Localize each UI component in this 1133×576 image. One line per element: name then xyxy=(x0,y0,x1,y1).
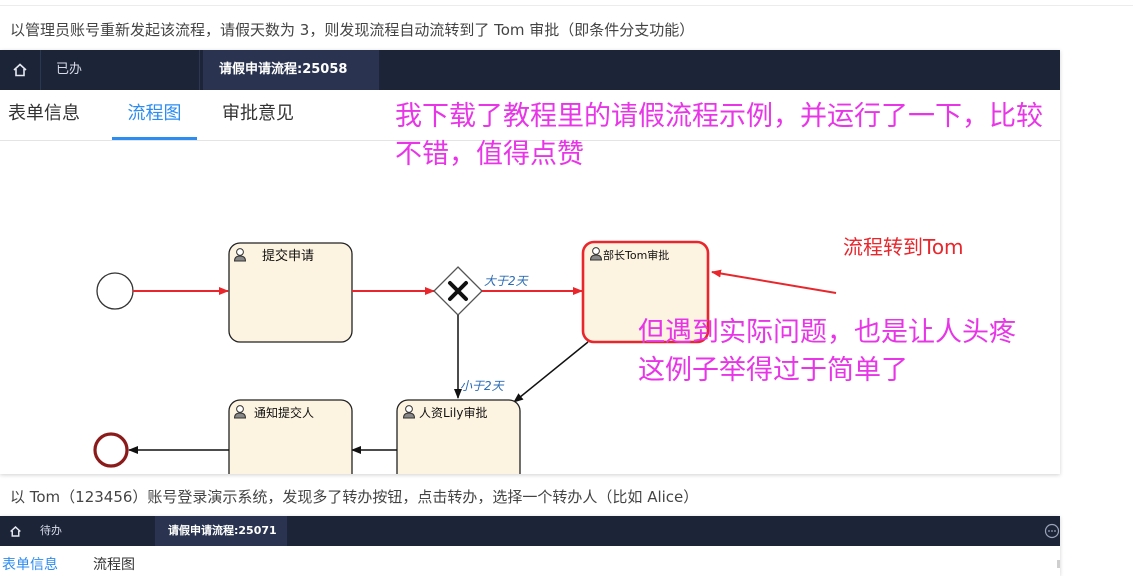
condition-less-label: 小于2天 xyxy=(460,379,506,393)
task-hr-label: 人资Lily审批 xyxy=(419,405,487,420)
task-hr-lily[interactable]: 人资Lily审批 xyxy=(396,399,521,474)
caption-bottom: 以 Tom（123456）账号登录演示系统，发现多了转办按钮，点击转办，选择一个… xyxy=(10,488,699,506)
top-navbar: 已办 请假申请流程:25058 xyxy=(0,50,1060,90)
task-submit-label: 提交申请 xyxy=(262,248,314,264)
home-icon xyxy=(13,63,27,77)
nav-tab-process[interactable]: 请假申请流程:25058 xyxy=(203,50,379,90)
content-tabs: 表单信息 流程图 审批意见 xyxy=(0,90,1060,141)
task-manager-tom[interactable]: 部长Tom审批 xyxy=(581,240,710,344)
annotation-complaint-line2: 这例子举得过于简单了 xyxy=(638,355,908,386)
process-diagram: 提交申请 大于2天 部长Tom审批 小于2天 人资Lily审批 xyxy=(93,240,837,474)
annotation-praise-line1: 我下载了教程里的请假流程示例，并运行了一下，比较 xyxy=(395,101,1043,132)
start-event xyxy=(96,272,134,310)
tab-form-info[interactable]: 表单信息 xyxy=(8,103,80,124)
end-event xyxy=(93,432,129,468)
nav-tab-process-2[interactable]: 请假申请流程:25071 xyxy=(155,516,287,546)
nav-tab-todo[interactable]: 待办 xyxy=(40,524,62,537)
top-divider xyxy=(0,5,1133,6)
top-navbar-2: 待办 请假申请流程:25071 xyxy=(0,516,1060,546)
annotation-praise: 我下载了教程里的请假流程示例，并运行了一下，比较 不错，值得点赞 xyxy=(395,98,1043,174)
tab-flow-chart[interactable]: 流程图 xyxy=(112,90,197,140)
content-tabs-2: 表单信息 流程图 xyxy=(0,546,1060,576)
nav-tab-done[interactable]: 已办 xyxy=(40,50,200,90)
tab-flow-chart-2[interactable]: 流程图 xyxy=(93,557,135,573)
task-submit[interactable]: 提交申请 xyxy=(228,242,353,343)
home-button[interactable] xyxy=(0,50,41,90)
annotation-complaint-line1: 但遇到实际问题，也是让人头疼 xyxy=(638,317,1016,348)
condition-more-label: 大于2天 xyxy=(484,274,530,288)
process-screenshot-panel: 已办 请假申请流程:25058 表单信息 流程图 审批意见 xyxy=(0,50,1060,474)
annotation-arrow-label: 流程转到Tom xyxy=(843,235,964,259)
annotation-praise-line2: 不错，值得点赞 xyxy=(395,139,584,170)
second-screenshot-panel: 待办 请假申请流程:25071 表单信息 流程图 xyxy=(0,516,1060,576)
annotation-arrow xyxy=(711,269,837,294)
home-button-2[interactable] xyxy=(0,516,30,546)
home-icon xyxy=(9,525,21,537)
more-options-icon[interactable] xyxy=(1044,523,1060,539)
task-manager-label: 部长Tom审批 xyxy=(603,248,669,262)
caption-top: 以管理员账号重新发起该流程，请假天数为 3，则发现流程自动流转到了 Tom 审批… xyxy=(10,21,695,39)
exclusive-gateway xyxy=(433,266,483,316)
scrollbar[interactable] xyxy=(1057,560,1060,568)
task-notify[interactable]: 通知提交人 xyxy=(228,399,353,474)
tab-approval-opinion[interactable]: 审批意见 xyxy=(222,103,294,124)
task-notify-label: 通知提交人 xyxy=(254,405,314,420)
flow-manager-hr xyxy=(513,341,589,403)
annotation-complaint: 但遇到实际问题，也是让人头疼 这例子举得过于简单了 xyxy=(638,314,1016,390)
tab-form-info-2[interactable]: 表单信息 xyxy=(2,557,58,573)
